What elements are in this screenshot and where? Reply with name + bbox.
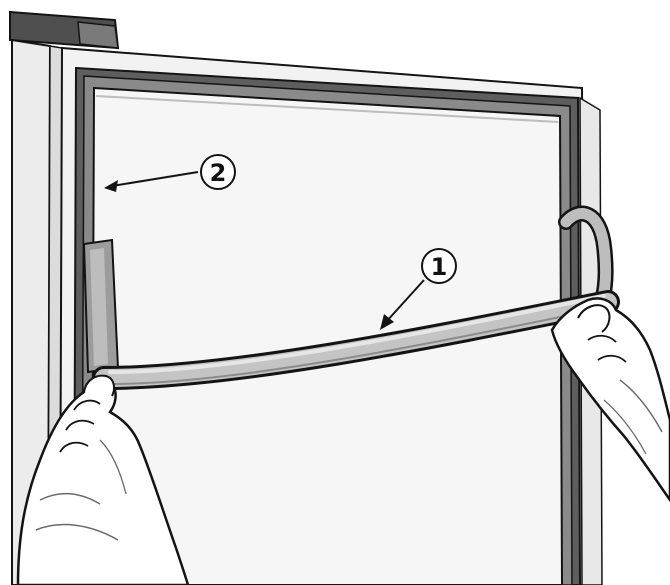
callout-1-circle — [421, 248, 457, 284]
callout-1-arrowhead — [380, 314, 394, 330]
door-left-edge — [11, 38, 63, 585]
right-hand — [550, 297, 670, 503]
callout-2-leader-line — [111, 171, 199, 187]
callout-2-arrowhead — [104, 180, 118, 192]
gasket-left-loose-end — [82, 238, 120, 374]
callout-2: 2 — [104, 154, 236, 192]
callout-1: 1 — [380, 248, 457, 330]
callout-1-number: 1 — [431, 253, 448, 281]
callout-1-leader-line — [385, 279, 425, 323]
appliance-corner — [9, 10, 120, 50]
gasket-strip — [92, 290, 620, 390]
door-frame — [58, 46, 587, 585]
callout-2-circle — [200, 154, 236, 190]
callout-2-number: 2 — [210, 159, 227, 187]
left-hand — [16, 374, 190, 585]
